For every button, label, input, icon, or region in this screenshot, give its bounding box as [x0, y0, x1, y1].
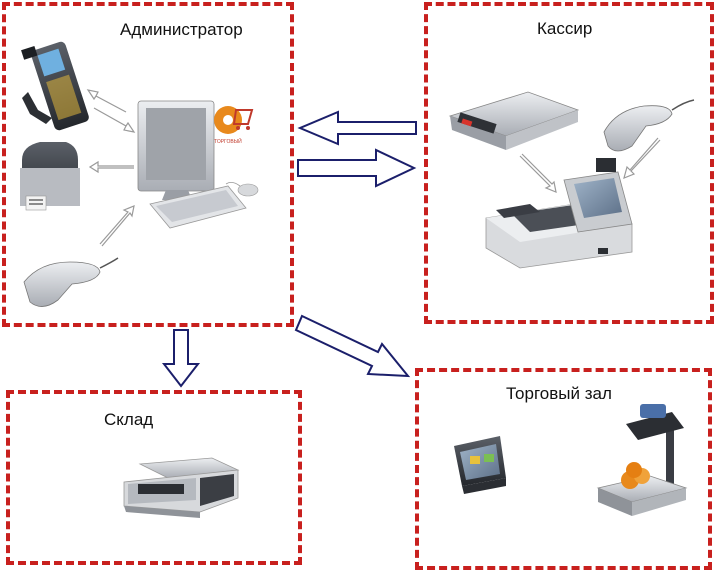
arrow-pc-to-handheld: [86, 89, 127, 113]
software-logo: ТОРГОВЫЙ: [214, 106, 254, 145]
arrow-scanner-to-pc: [99, 205, 135, 247]
barcode-scanner-icon: [23, 257, 119, 307]
printer-icon: [20, 142, 80, 211]
admin-label: Администратор: [120, 20, 243, 39]
price-checker-icon: [454, 436, 506, 494]
arrow-admin-to-sales-floor: [294, 314, 411, 378]
sales-floor-label: Торговый зал: [506, 384, 612, 403]
arrow-handheld-to-pc: [93, 107, 136, 133]
arrow-cashier-to-admin: [297, 110, 417, 146]
admin-internal-arrows: [86, 89, 136, 247]
sales-floor-box: [415, 368, 712, 570]
arrow-admin-to-cashier: [297, 148, 417, 188]
warehouse-label: Склад: [104, 410, 154, 429]
arrow-pc-to-printer: [88, 160, 134, 174]
pos-terminal-icon: [485, 158, 633, 269]
arrow-scale-to-pos: [519, 153, 557, 193]
label-scale-icon: [123, 457, 240, 518]
arrow-scanner-to-pos: [623, 137, 661, 180]
arrow-admin-to-warehouse: [161, 329, 201, 388]
cashier-label: Кассир: [537, 19, 593, 38]
computer-icon: [137, 100, 259, 229]
scale-icon: [448, 91, 580, 150]
handheld-terminal-icon: [21, 41, 89, 131]
flow-arrows: [161, 110, 417, 388]
cashier-scanner-icon: [603, 99, 695, 152]
cashier-internal-arrows: [519, 137, 661, 193]
cashier-box: [424, 2, 714, 324]
self-service-scale-icon: [596, 404, 688, 516]
admin-box: [2, 2, 294, 327]
logo-text: ТОРГОВЫЙ: [214, 137, 242, 145]
warehouse-box: [6, 390, 302, 565]
